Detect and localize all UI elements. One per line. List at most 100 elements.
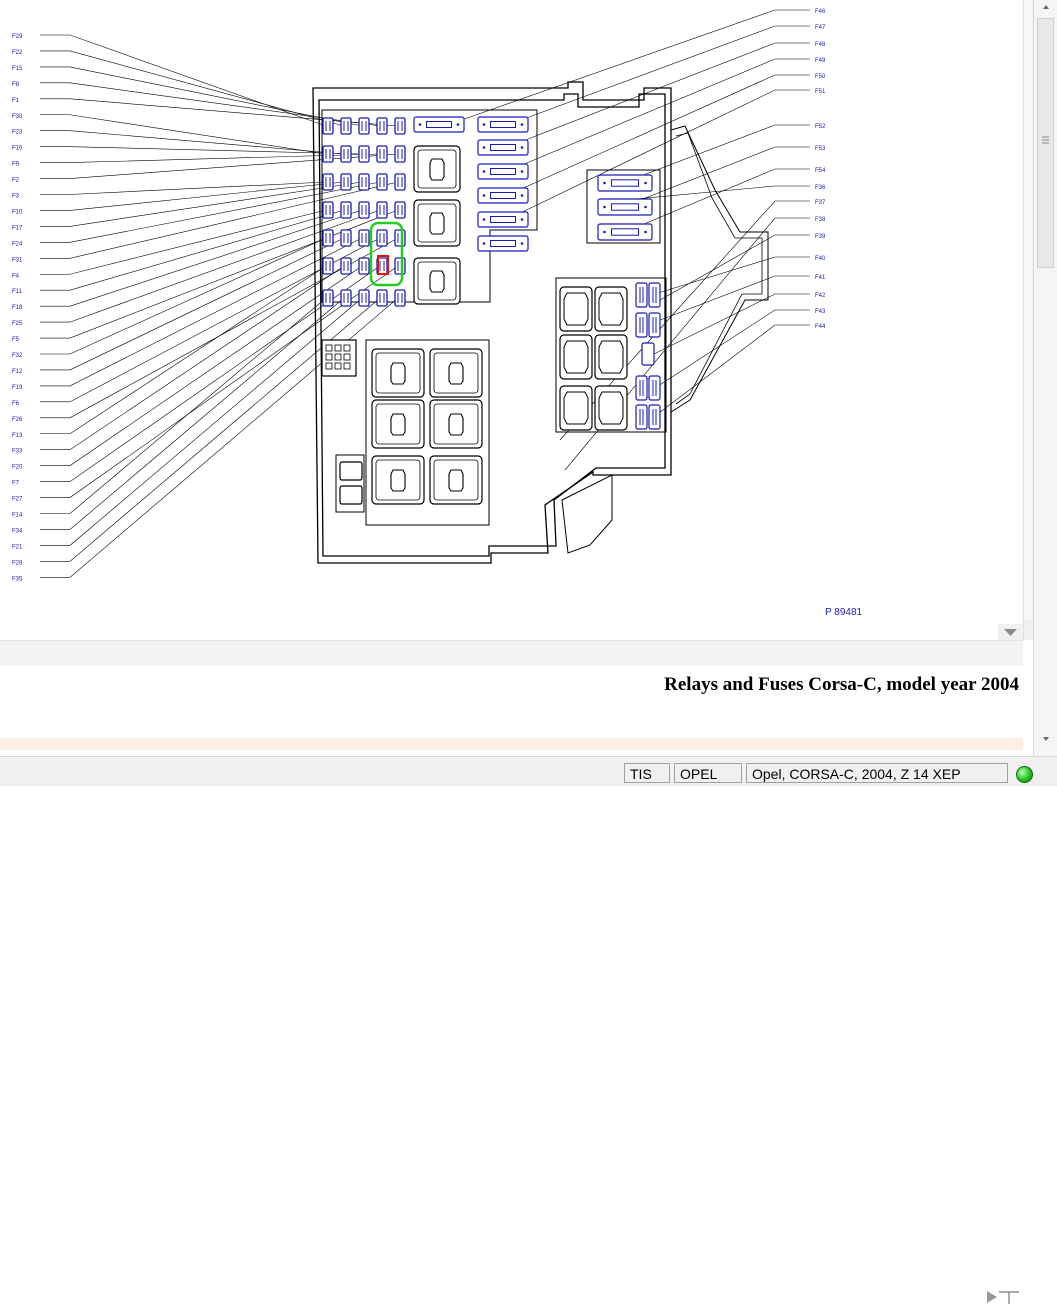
relay[interactable]	[413, 145, 461, 193]
mini-fuse[interactable]	[394, 289, 406, 307]
maxi-fuse[interactable]	[477, 211, 529, 228]
mini-fuse[interactable]	[635, 312, 648, 338]
mini-fuse[interactable]	[358, 173, 370, 191]
mini-fuse[interactable]	[394, 229, 406, 247]
mini-fuse[interactable]	[394, 257, 406, 275]
maxi-fuse[interactable]	[477, 116, 529, 133]
mini-fuse[interactable]	[358, 257, 370, 275]
fuse-label-f20: F20	[12, 465, 23, 471]
mini-fuse[interactable]	[376, 201, 388, 219]
relay[interactable]	[594, 286, 628, 332]
leader-line	[40, 50, 345, 127]
page-scroll-thumb[interactable]	[1037, 18, 1054, 268]
scroll-up-icon[interactable]	[1034, 0, 1057, 14]
leader-line	[40, 181, 345, 211]
mini-fuse[interactable]	[376, 173, 388, 191]
maxi-fuse[interactable]	[597, 198, 653, 216]
fuse-label-f1: F1	[12, 98, 20, 104]
mini-fuse[interactable]	[322, 173, 334, 191]
mini-fuse[interactable]	[376, 229, 388, 247]
mini-fuse[interactable]	[394, 145, 406, 163]
fuse-label-f52: F52	[815, 124, 826, 130]
fuse-label-f41: F41	[815, 275, 826, 281]
relay[interactable]	[429, 348, 483, 398]
mini-fuse[interactable]	[340, 257, 352, 275]
leader-line	[40, 265, 327, 435]
scroll-down-icon[interactable]	[1034, 732, 1057, 746]
relay[interactable]	[429, 455, 483, 505]
mini-fuse[interactable]	[340, 289, 352, 307]
mini-fuse[interactable]	[358, 229, 370, 247]
leader-line	[40, 114, 327, 155]
mini-fuse[interactable]	[648, 404, 661, 430]
maxi-fuse[interactable]	[477, 187, 529, 204]
mini-fuse[interactable]	[648, 282, 661, 308]
maxi-fuse[interactable]	[413, 116, 465, 133]
relay[interactable]	[429, 399, 483, 449]
mini-fuse[interactable]	[322, 201, 334, 219]
leader-line	[509, 42, 810, 147]
mini-fuse[interactable]	[340, 229, 352, 247]
fuse-label-f21: F21	[12, 544, 23, 550]
relay[interactable]	[559, 385, 593, 431]
mini-fuse[interactable]	[635, 282, 648, 308]
relay[interactable]	[371, 455, 425, 505]
page-scrollbar[interactable]	[1033, 0, 1057, 756]
mini-fuse[interactable]	[322, 145, 334, 163]
maxi-fuse[interactable]	[477, 163, 529, 180]
mini-fuse[interactable]	[322, 257, 334, 275]
mini-fuse[interactable]	[322, 229, 334, 247]
mini-fuse[interactable]	[358, 145, 370, 163]
scroll-down-button[interactable]	[998, 624, 1023, 640]
relay[interactable]	[371, 348, 425, 398]
maxi-fuse[interactable]	[477, 139, 529, 156]
leader-line	[40, 98, 399, 127]
expand-icon[interactable]	[985, 1289, 1021, 1305]
leader-line	[40, 237, 345, 371]
caption-area: Relays and Fuses Corsa-C, model year 200…	[0, 666, 1023, 738]
relay[interactable]	[559, 286, 593, 332]
diagram-scrollbar[interactable]	[1023, 0, 1034, 640]
mini-fuse[interactable]	[340, 173, 352, 191]
mini-fuse[interactable]	[340, 201, 352, 219]
mini-fuse[interactable]	[322, 289, 334, 307]
mini-fuse[interactable]	[635, 404, 648, 430]
leader-line	[509, 58, 810, 171]
mini-fuse[interactable]	[641, 342, 655, 366]
mini-fuse[interactable]	[394, 117, 406, 135]
leader-line	[654, 256, 810, 295]
grip-icon	[1042, 136, 1049, 144]
fuse-label-f43: F43	[815, 309, 826, 315]
maxi-fuse[interactable]	[477, 235, 529, 252]
maxi-fuse[interactable]	[597, 174, 653, 192]
status-app: TIS	[624, 763, 670, 783]
mini-fuse[interactable]	[376, 289, 388, 307]
maxi-fuse[interactable]	[597, 223, 653, 241]
relay[interactable]	[371, 399, 425, 449]
relay[interactable]	[413, 199, 461, 247]
leader-line	[40, 297, 345, 530]
fuse-label-f30: F30	[12, 114, 23, 120]
leader-line	[40, 181, 327, 195]
relay[interactable]	[594, 334, 628, 380]
mini-fuse[interactable]	[376, 145, 388, 163]
mini-fuse[interactable]	[648, 375, 661, 401]
relay[interactable]	[559, 334, 593, 380]
diagram-scroll-thumb[interactable]	[1024, 0, 1032, 620]
mini-fuse[interactable]	[394, 173, 406, 191]
mini-fuse[interactable]	[322, 117, 334, 135]
mini-fuse[interactable]	[340, 117, 352, 135]
relay[interactable]	[594, 385, 628, 431]
mini-fuse[interactable]	[376, 117, 388, 135]
relay[interactable]	[413, 257, 461, 305]
mini-fuse[interactable]	[358, 201, 370, 219]
mini-fuse[interactable]	[648, 312, 661, 338]
mini-fuse[interactable]	[394, 201, 406, 219]
fuse-label-f34: F34	[12, 528, 23, 534]
mini-fuse[interactable]	[358, 117, 370, 135]
fuse-label-f19: F19	[12, 385, 23, 391]
mini-fuse[interactable]	[340, 145, 352, 163]
mini-fuse[interactable]	[358, 289, 370, 307]
leader-line	[40, 237, 363, 387]
mini-fuse[interactable]	[635, 375, 648, 401]
